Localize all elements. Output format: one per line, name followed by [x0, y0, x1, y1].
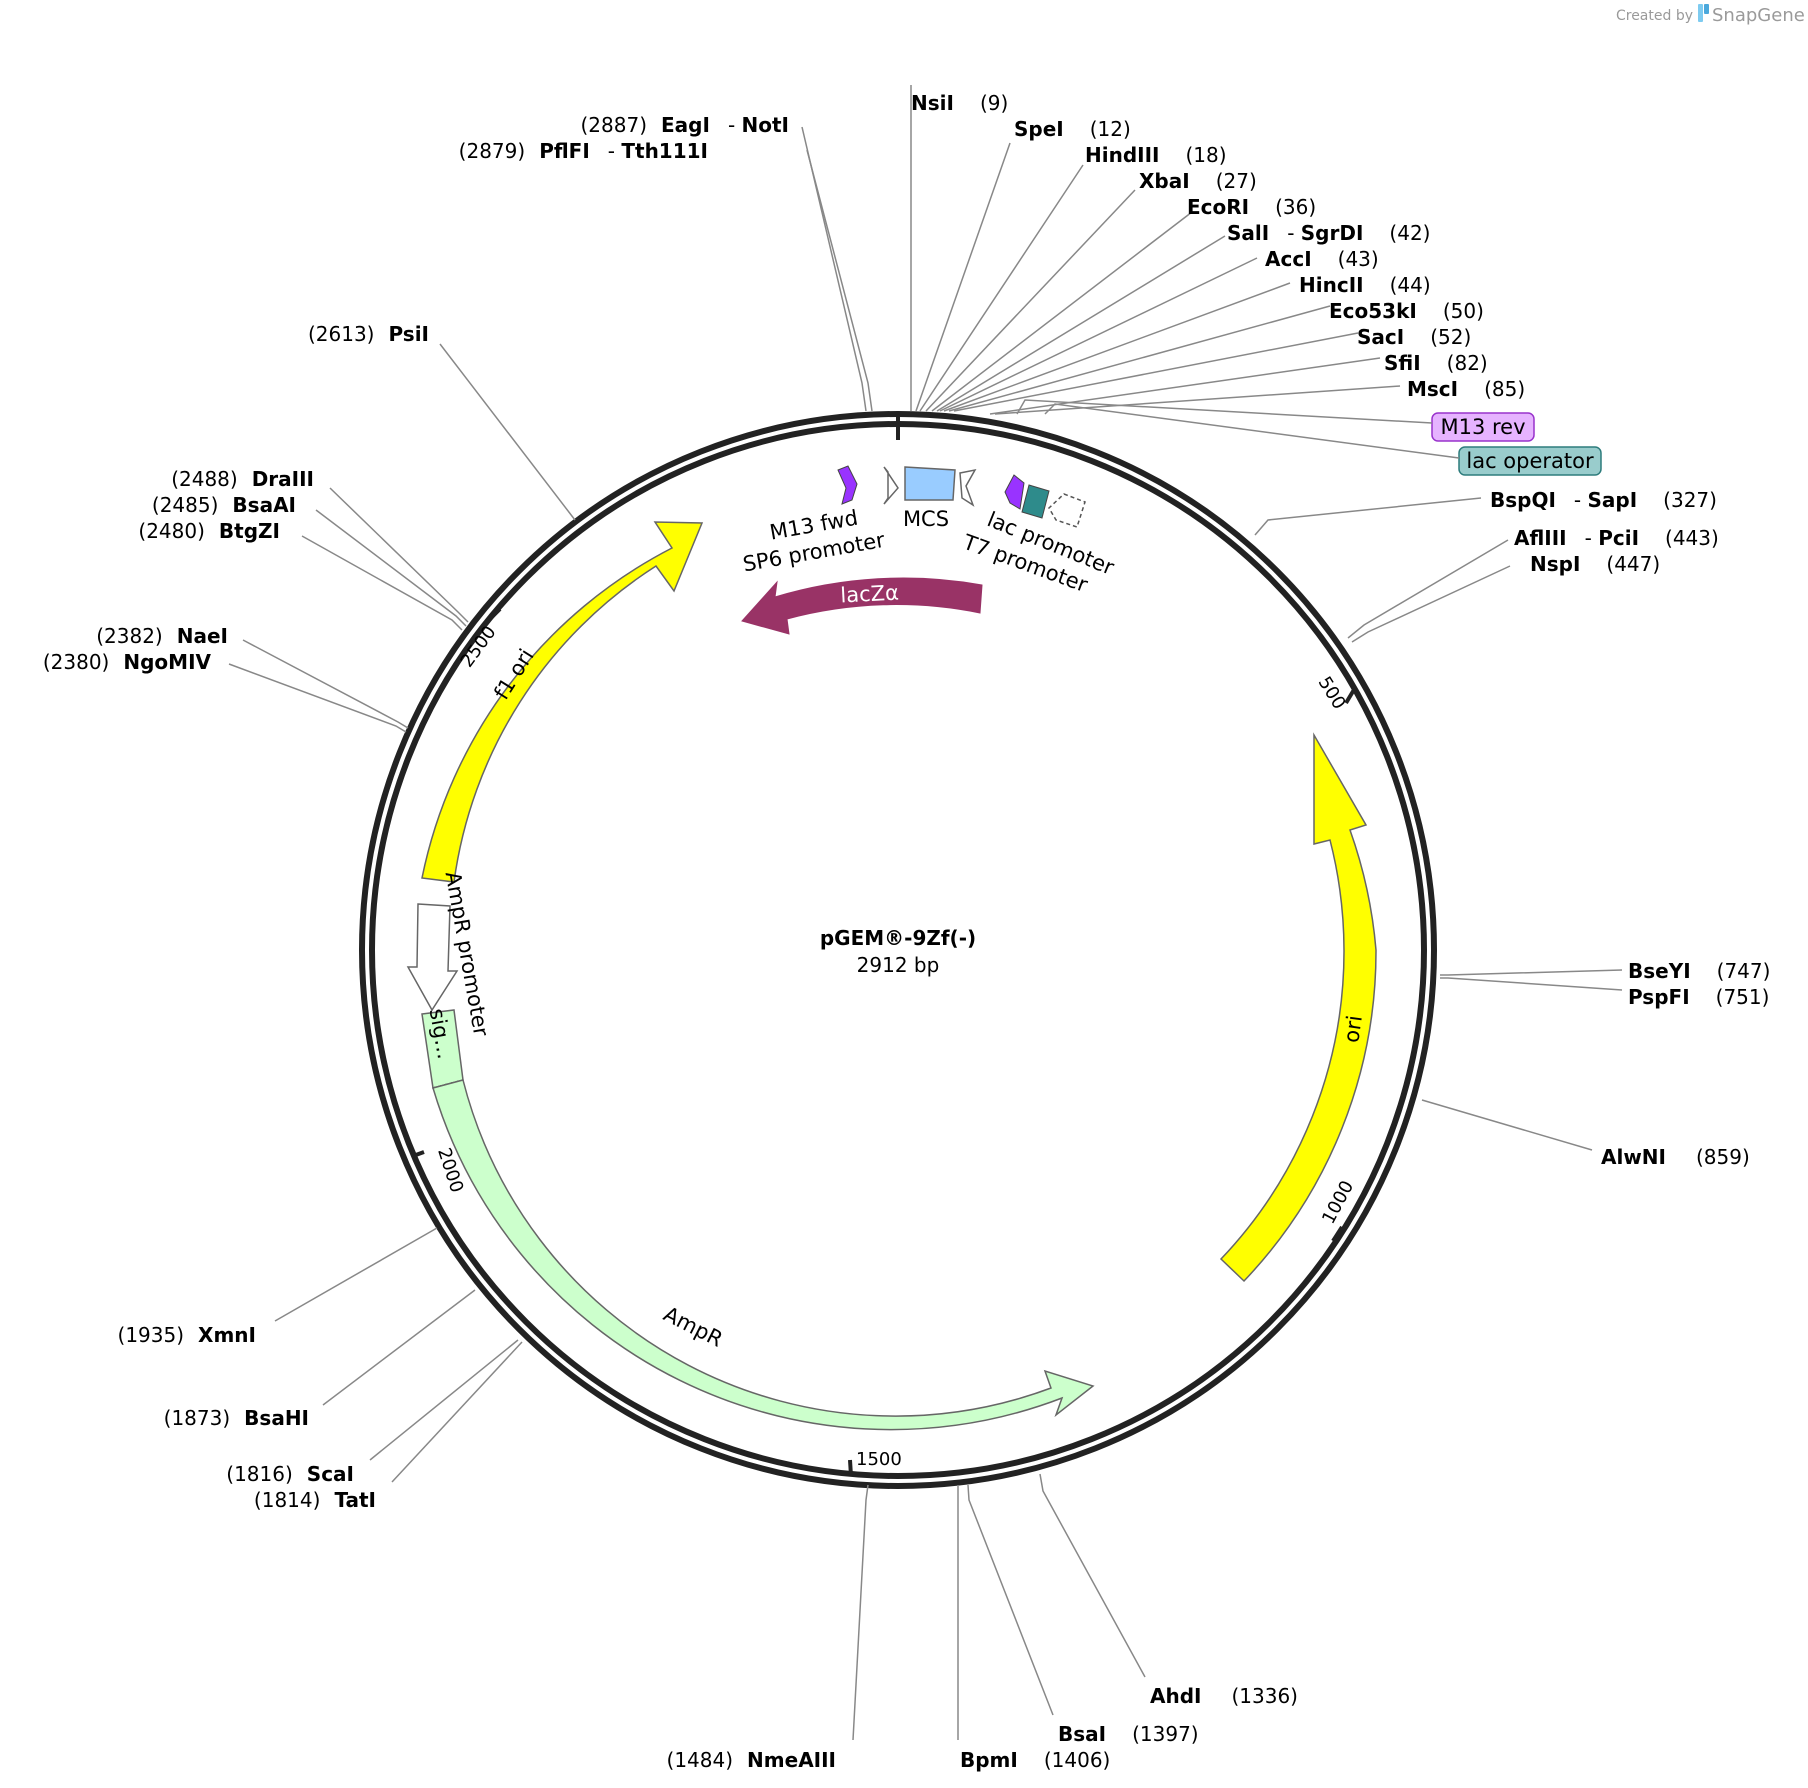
enzyme-label-scai: (1816)ScaI	[226, 1462, 354, 1486]
backbone-outer-ring	[359, 411, 1437, 1489]
f1-ori-feature[interactable]	[421, 521, 704, 883]
enzyme-label-bsahi: (1873)BsaHI	[164, 1406, 309, 1430]
created-by-text: Created by	[1616, 8, 1693, 24]
tick-label-500: 500	[1314, 673, 1350, 713]
lac-operator-label: lac operator	[1466, 449, 1594, 473]
enzyme-label-bpmi: BpmI(1406)	[960, 1748, 1110, 1772]
leader-lines	[228, 85, 1623, 1741]
enzyme-label-spe: SpeI(12)	[1014, 117, 1131, 141]
tick-2000	[412, 1150, 425, 1158]
ori-feature[interactable]	[1219, 732, 1377, 1283]
mcs-feature[interactable]	[904, 466, 956, 501]
t7-promoter-feature[interactable]	[959, 468, 977, 507]
enzyme-labels-left: (2887)EagI- NotI (2879)PflFI- Tth111I (2…	[43, 113, 836, 1772]
tick-label-2500: 2500	[457, 622, 501, 671]
enzyme-label-ecori: EcoRI(36)	[1187, 195, 1316, 219]
enzyme-label-acci: AccI(43)	[1265, 247, 1379, 271]
enzyme-label-pflfi: (2879)PflFI- Tth111I	[459, 139, 708, 163]
m13-rev-box[interactable]	[1431, 412, 1535, 442]
lac-operator-feature[interactable]	[1021, 484, 1050, 519]
enzyme-label-ngomiv: (2380)NgoMIV	[43, 650, 212, 674]
lacz-alpha-feature[interactable]	[741, 577, 983, 635]
tick-label-1500: 1500	[856, 1449, 902, 1470]
enzyme-label-btgzi: (2480)BtgZI	[138, 519, 280, 543]
lacz-alpha-label: lacZα	[840, 580, 900, 607]
enzyme-label-hindiii: HindIII(18)	[1085, 143, 1227, 167]
tick-2500	[488, 607, 502, 621]
ampr-label: AmpR	[660, 1302, 727, 1352]
snapgene-logo-icon	[1698, 4, 1709, 22]
ampr-promoter-feature[interactable]	[406, 903, 459, 1012]
m13-rev-label: M13 rev	[1440, 415, 1525, 439]
tick-500	[1344, 686, 1357, 705]
enzyme-label-ahdi: AhdI(1336)	[1150, 1684, 1298, 1708]
tick-marks	[412, 414, 1357, 1477]
m13-rev-primer-icon[interactable]	[1004, 474, 1025, 510]
m13-fwd-primer-icon[interactable]	[837, 465, 858, 505]
enzyme-label-alwni: AlwNI(859)	[1601, 1145, 1750, 1169]
enzyme-label-eagi: (2887)EagI- NotI	[581, 113, 790, 137]
enzyme-label-naei: (2382)NaeI	[96, 624, 228, 648]
sp6-promoter-feature[interactable]	[883, 466, 899, 505]
enzyme-labels-right: NsiI(9) SpeI(12) HindIII(18) XbaI(27) Ec…	[911, 91, 1770, 1772]
ori-label: ori	[1339, 1014, 1367, 1044]
enzyme-label-eco53ki: Eco53kI(50)	[1329, 299, 1484, 323]
lac-promoter-feature[interactable]	[1048, 493, 1086, 528]
lac-operator-box[interactable]	[1458, 446, 1602, 476]
enzyme-label-bsaai: (2485)BsaAI	[152, 493, 296, 517]
enzyme-label-nsi: NsiI(9)	[911, 91, 1008, 115]
plasmid-length: 2912 bp	[857, 953, 940, 977]
tick-1500	[848, 1459, 853, 1477]
enzyme-label-psii: (2613)PsiI	[308, 322, 429, 346]
enzyme-label-nmeaiii: (1484)NmeAIII	[667, 1748, 836, 1772]
enzyme-label-msci: MscI(85)	[1407, 377, 1525, 401]
mcs-label: MCS	[903, 507, 949, 531]
snapgene-brand: SnapGene	[1712, 5, 1805, 26]
ampr-feature[interactable]	[432, 1079, 1095, 1431]
enzyme-label-bseyi: BseYI(747)	[1628, 959, 1770, 983]
enzyme-label-bspqi: BspQI- SapI(327)	[1490, 488, 1717, 512]
enzyme-label-afliii: AflIII- PciI(443)	[1514, 526, 1719, 550]
enzyme-label-xmni: (1935)XmnI	[118, 1323, 256, 1347]
enzyme-label-xba: XbaI(27)	[1139, 169, 1257, 193]
enzyme-label-saci: SacI(52)	[1357, 325, 1471, 349]
enzyme-label-bsai: BsaI(1397)	[1058, 1722, 1199, 1746]
enzyme-label-nspi: NspI(447)	[1530, 552, 1660, 576]
enzyme-label-tati: (1814)TatI	[254, 1488, 376, 1512]
enzyme-label-hincii: HincII(44)	[1299, 273, 1431, 297]
plasmid-name: pGEM®-9Zf(-)	[820, 926, 976, 950]
enzyme-label-sali: SalI- SgrDI(42)	[1227, 221, 1430, 245]
enzyme-label-pspfi: PspFI(751)	[1628, 985, 1769, 1009]
tick-1000	[1331, 1225, 1344, 1243]
enzyme-label-sfii: SfiI(82)	[1384, 351, 1488, 375]
enzyme-label-draiii: (2488)DraIII	[171, 467, 314, 491]
